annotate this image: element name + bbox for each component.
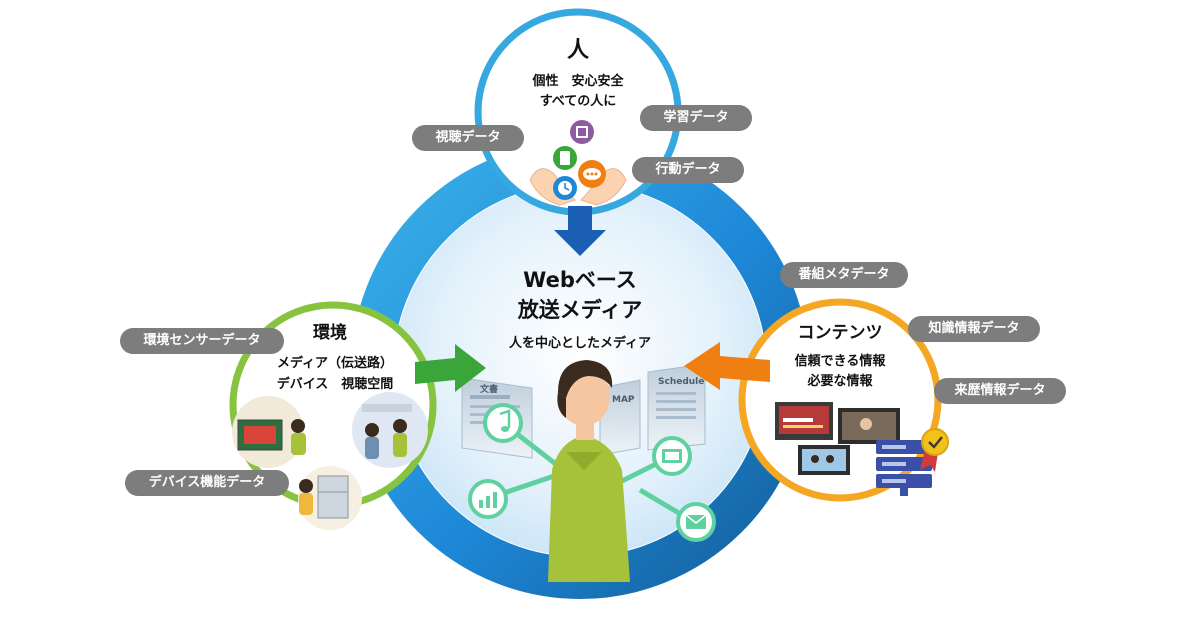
tag-history-data: 来歴情報データ	[934, 378, 1066, 404]
arrow-down-blue	[554, 206, 606, 256]
central-person	[548, 360, 630, 582]
video-icon	[652, 436, 692, 476]
music-note-icon	[483, 403, 523, 443]
certified-badge-icon	[920, 428, 949, 472]
content-line-2: 必要な情報	[807, 374, 873, 389]
clock-icon	[553, 176, 577, 200]
tag-program-meta-data: 番組メタデータ	[780, 262, 908, 288]
video-thumb-2	[838, 408, 900, 444]
center-title-2: 放送メディア	[517, 298, 643, 322]
environment-title: 環境	[313, 323, 347, 343]
video-thumb-3	[798, 445, 850, 475]
tag-viewing-data: 視聴データ	[412, 125, 524, 151]
fridge-scene	[298, 466, 362, 530]
mail-icon	[676, 502, 716, 542]
center-subtitle: 人を中心としたメディア	[508, 336, 652, 351]
chart-icon	[468, 479, 508, 519]
tag-knowledge-data: 知識情報データ	[908, 316, 1040, 342]
chat-icon	[578, 160, 606, 188]
environment-line-1: メディア（伝送路）	[276, 356, 394, 371]
content-line-1: 信頼できる情報	[794, 354, 886, 369]
panel-label-docs: 文書	[479, 383, 498, 395]
arrow-right-green	[415, 344, 486, 392]
panel-label-schedule: Schedule	[658, 377, 704, 387]
person-title: 人	[566, 38, 589, 63]
tag-env-sensor-data: 環境センサーデータ	[120, 328, 284, 354]
film-icon	[570, 120, 594, 144]
server-icon	[876, 440, 932, 496]
person-line-2: すべての人に	[539, 94, 617, 109]
tag-device-function-data: デバイス機能データ	[125, 470, 289, 496]
tag-learning-data: 学習データ	[640, 105, 752, 131]
person-line-1: 個性 安心安全	[532, 74, 624, 89]
video-thumb-1	[775, 402, 833, 440]
content-title: コンテンツ	[797, 323, 883, 343]
train-scene	[352, 392, 428, 468]
arrow-left-orange	[684, 342, 770, 390]
tag-behavior-data: 行動データ	[632, 157, 744, 183]
tablet-icon	[553, 146, 577, 170]
center-title-1: Webベース	[523, 268, 637, 292]
living-room-scene	[232, 396, 306, 468]
environment-line-2: デバイス 視聴空間	[276, 377, 394, 392]
panel-label-map: MAP	[612, 395, 635, 405]
